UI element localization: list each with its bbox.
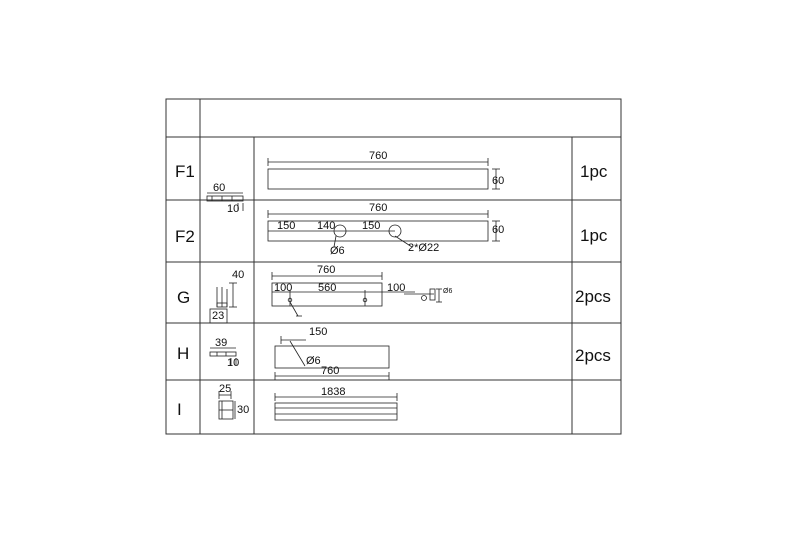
- f2-height: 60: [492, 224, 505, 236]
- g-main-drawing: [271, 272, 442, 317]
- h-hole: Ø6: [306, 355, 321, 367]
- i-length: 1838: [321, 386, 346, 398]
- f2-main-drawing: [267, 210, 500, 248]
- f1-profile-width: 60: [213, 182, 226, 194]
- g-detail-label: Ø6: [443, 288, 453, 295]
- g-profile-width: 23: [212, 310, 225, 322]
- g-profile-drawing: [209, 282, 237, 324]
- row-label-g: G: [177, 288, 191, 307]
- row-label-i: I: [177, 400, 182, 419]
- f2-hole-big: 2*Ø22: [408, 242, 440, 254]
- f1-main-drawing: [267, 158, 500, 190]
- h-offset: 150: [309, 326, 328, 338]
- h-profile-width: 39: [215, 337, 228, 349]
- g-profile-height: 40: [232, 269, 245, 281]
- row-label-h: H: [177, 344, 190, 363]
- h-main-drawing: [274, 336, 390, 380]
- g-length: 760: [317, 264, 336, 276]
- i-profile-drawing: [218, 391, 236, 420]
- row-label-f2: F2: [175, 227, 195, 246]
- f1-profile-drawing: [206, 192, 244, 211]
- qty-g: 2pcs: [575, 287, 611, 306]
- g-dim-mid: 560: [318, 282, 337, 294]
- g-dim-right: 100: [387, 282, 406, 294]
- f2-length: 760: [369, 202, 388, 214]
- f1-profile-thickness: 10: [227, 203, 240, 215]
- f2-hole-small: Ø6: [330, 245, 345, 257]
- row-label-f1: F1: [175, 162, 195, 181]
- h-length: 760: [321, 365, 340, 377]
- i-profile-width: 25: [219, 383, 232, 395]
- qty-f1: 1pc: [580, 162, 608, 181]
- i-main-drawing: [274, 393, 398, 421]
- f2-dim-a: 150: [277, 220, 296, 232]
- f1-length: 760: [369, 150, 388, 162]
- h-profile-thickness: 10: [227, 357, 240, 369]
- f1-height: 60: [492, 175, 505, 187]
- qty-h: 2pcs: [575, 346, 611, 365]
- table-grid: [165, 98, 622, 435]
- h-profile-drawing: [209, 347, 237, 365]
- i-profile-height: 30: [237, 404, 250, 416]
- qty-f2: 1pc: [580, 226, 608, 245]
- f2-dim-c: 150: [362, 220, 381, 232]
- f2-dim-b: 140: [317, 220, 336, 232]
- g-dim-left: 100: [274, 282, 293, 294]
